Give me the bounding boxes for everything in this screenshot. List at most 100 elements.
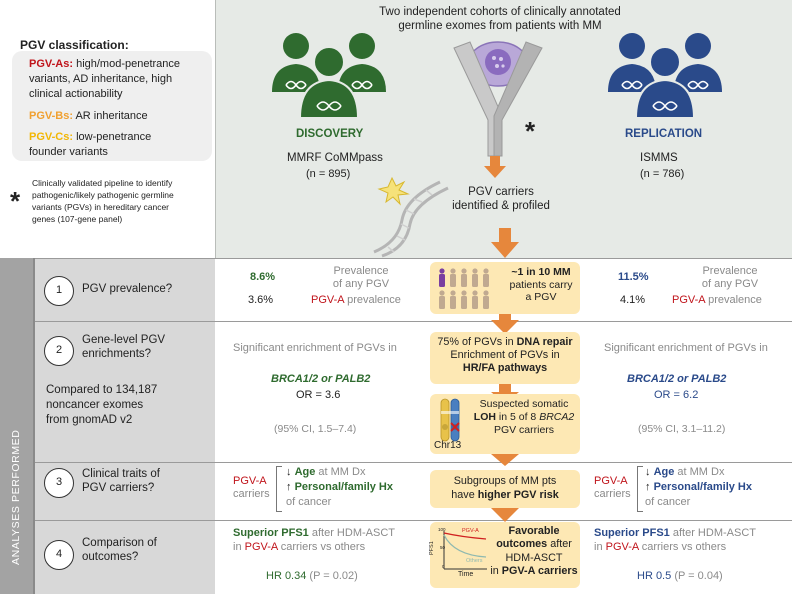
pipeline-asterisk: * [10, 186, 21, 216]
label-line: Prevalence [333, 265, 389, 277]
mini-pgva-label: PGV-A [462, 528, 479, 534]
pipeline-note: Clinically validated pipeline to identif… [32, 178, 173, 188]
row-number-3: 3 [44, 468, 74, 498]
down-arrow-icon: ↓ [286, 466, 292, 478]
discovery-traits: ↓ Age at MM Dx ↑ Personal/family Hx of c… [286, 465, 393, 510]
discovery-bracket [276, 466, 282, 512]
center-line: Enrichment of PGVs in [450, 348, 560, 361]
row-number-4: 4 [44, 540, 74, 570]
trait-history: ↑ Personal/family Hx [645, 480, 752, 495]
superior-term: Superior PFS1 [233, 527, 309, 539]
pipeline-note: pathogenic/likely pathogenic germline [32, 190, 174, 200]
outcomes-term: outcomes [496, 538, 548, 551]
center-box-dna-repair [430, 332, 580, 384]
center-text: in 5 of 8 [498, 411, 537, 424]
pgv-a-text: high/mod-penetrance [76, 58, 181, 70]
discovery-cohort-name: MMRF CoMMpass [287, 152, 383, 164]
pgv-a-term: PGV-A [244, 541, 278, 554]
discovery-hazard-ratio: HR 0.34 (P = 0.02) [266, 570, 358, 583]
pgv-a-term: PGV-A [672, 294, 706, 306]
dna-repair-term: DNA repair [516, 336, 573, 348]
pgv-c-text: low-penetrance [76, 131, 152, 143]
history-rest: of cancer [645, 495, 691, 508]
center-outcomes-text: Favorable outcomes after HDM-ASCT in PGV… [490, 525, 578, 579]
trait-history: ↑ Personal/family Hx [286, 480, 393, 495]
pgv-a-term: PGV-A [311, 294, 345, 306]
history-rest: of cancer [286, 495, 332, 508]
mini-x-label: Time [458, 571, 474, 578]
mini-y100: 100 [438, 527, 446, 532]
mini-y0: 0 [442, 564, 445, 569]
question-line: Comparison of [82, 537, 157, 549]
replication-carriers-label: PGV-A carriers [594, 475, 631, 501]
loh-term: LOH [473, 411, 496, 424]
pgv-b-label: PGV-Bs: [29, 110, 74, 122]
center-dna-repair-text: 75% of PGVs in DNA repair Enrichment of … [430, 336, 580, 375]
center-line: patients carry [509, 278, 573, 291]
row-number-2: 2 [44, 336, 74, 366]
discovery-pgv-a-prevalence-label: PGV-A prevalence [311, 294, 401, 307]
pipeline-note: genes (107-gene panel) [32, 214, 123, 224]
center-line: in PGV-A carriers [490, 565, 578, 578]
replication-prevalence-any-label: Prevalence of any PGV [680, 265, 780, 291]
question-outcomes: Comparison of outcomes? [82, 537, 157, 565]
center-line: PGV carriers [493, 424, 555, 437]
row-divider [35, 520, 792, 521]
outcome-after: after HDM-ASCT [311, 527, 395, 539]
discovery-label: DISCOVERY [296, 128, 364, 140]
center-line: 75% of PGVs in DNA repair [430, 336, 580, 349]
chromosome-label: Chr13 [434, 440, 462, 451]
question-clinical-traits: Clinical traits of PGV carriers? [82, 468, 160, 496]
center-line: have higher PGV risk [430, 488, 580, 502]
pgv-a-text-line: clinical actionability [29, 88, 123, 100]
replication-genes: BRCA1/2 or PALB2 [627, 373, 727, 385]
up-arrow-icon: ↑ [645, 480, 651, 493]
hr-value: HR 0.34 [266, 570, 307, 582]
survival-curve-icon [443, 531, 487, 570]
analysis-question-column [0, 258, 215, 594]
label-line: Prevalence [702, 265, 758, 277]
replication-pgv-a-prevalence-label: PGV-A prevalence [672, 294, 762, 307]
comparison-line: from gnomAD v2 [46, 413, 133, 426]
pgv-a-carriers-term: PGV-A carriers [501, 565, 578, 578]
center-prevalence-text: ~1 in 10 MM patients carry a PGV [503, 266, 579, 304]
label-line: of any PGV [332, 278, 390, 291]
higher-risk-term: higher PGV risk [477, 489, 559, 502]
discovery-carriers-label: PGV-A carriers [233, 475, 270, 501]
center-line: ~1 in 10 MM [511, 266, 571, 278]
center-text: have [451, 489, 475, 502]
pgv-a-term: PGV-A [605, 541, 639, 554]
question-line: outcomes? [82, 550, 139, 563]
discovery-people-icon [272, 33, 386, 119]
replication-cohort-name: ISMMS [640, 152, 678, 164]
replication-outcome-text: Superior PFS1 after HDM-ASCT in PGV-A ca… [594, 526, 756, 555]
center-line: HR/FA pathways [462, 361, 548, 374]
discovery-enrichment-label: Significant enrichment of PGVs in [233, 342, 397, 354]
mini-others-label: Others [466, 558, 483, 564]
row-divider [35, 321, 792, 322]
carriers-line: identified & profiled [452, 199, 550, 212]
question-prevalence: PGV prevalence? [82, 283, 173, 295]
replication-bracket [637, 466, 643, 512]
patient-figures-icon [439, 268, 489, 309]
carriers-vs: carriers vs others [280, 541, 366, 554]
age-term: Age [653, 466, 675, 478]
outcome-line: in PGV-A carriers vs others [594, 540, 756, 554]
mini-y50: 50 [440, 545, 446, 550]
funnel-filter-icon [453, 41, 543, 178]
brca2-term: BRCA2 [539, 411, 575, 424]
center-line: Favorable [508, 525, 560, 537]
question-line: Clinical traits of [82, 468, 160, 480]
analyses-sidebar-label: ANALYSES PERFORMED [10, 429, 22, 565]
row-divider [35, 258, 792, 259]
age-rest: at MM Dx [677, 466, 725, 478]
replication-traits: ↓ Age at MM Dx ↑ Personal/family Hx of c… [645, 465, 752, 510]
question-line: enrichments? [82, 347, 152, 360]
comparison-note: Compared to 134,187 noncancer exomes fro… [46, 383, 157, 428]
center-line: Suspected somatic [479, 398, 569, 410]
p-value: (P = 0.02) [309, 570, 358, 582]
replication-hazard-ratio: HR 0.5 (P = 0.04) [637, 570, 723, 583]
header-title: Two independent cohorts of clinically an… [375, 6, 625, 34]
outcome-line: Superior PFS1 after HDM-ASCT [594, 526, 756, 540]
replication-confidence-interval: (95% CI, 3.1–11.2) [638, 423, 726, 435]
